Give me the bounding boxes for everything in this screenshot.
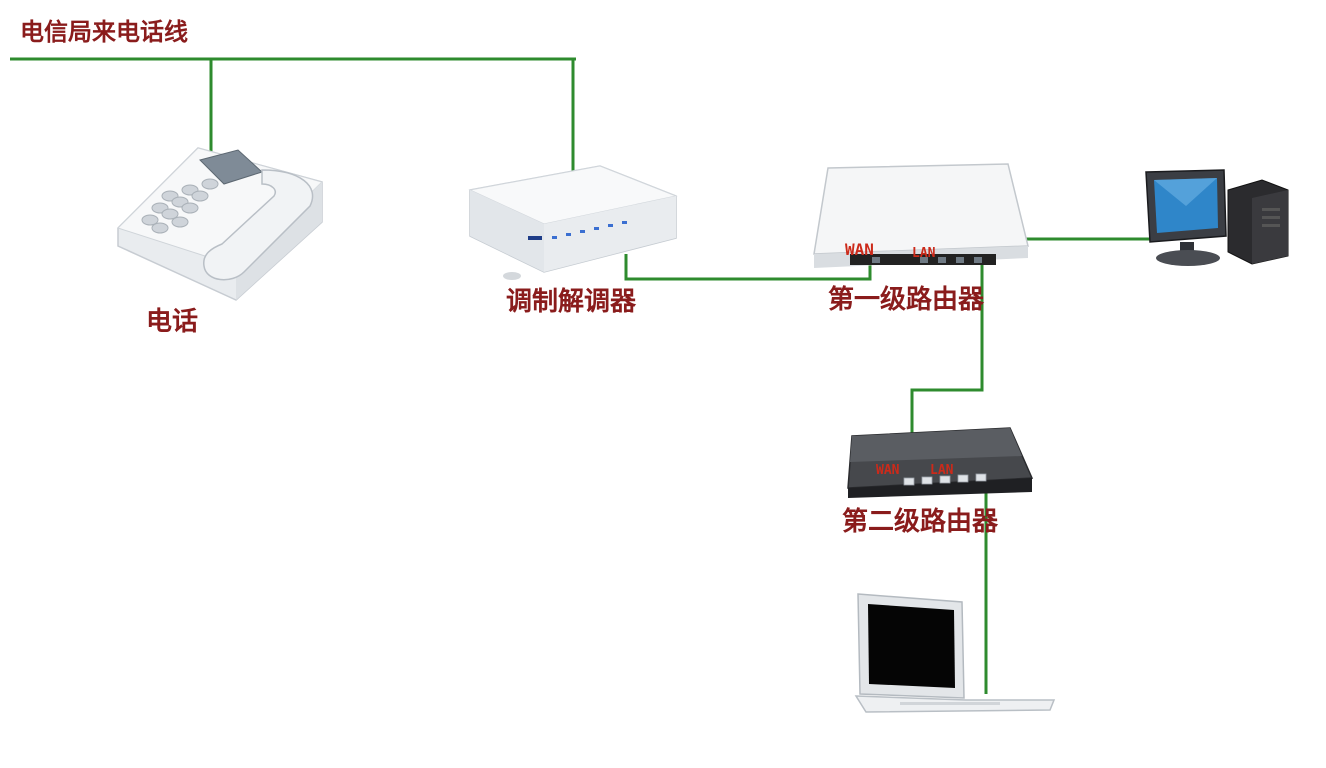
router2-lan-label: LAN: [930, 463, 954, 478]
laptop-icon: [854, 593, 1056, 713]
connection-wires: [10, 57, 1160, 694]
desktop-computer-icon: [1145, 169, 1289, 266]
router2-label: 第二级路由器: [842, 506, 999, 537]
phone-label: 电话: [146, 307, 198, 337]
telephone-icon: [117, 147, 323, 301]
phone-line-label: 电信局来电话线: [20, 18, 188, 46]
router1-label: 第一级路由器: [828, 284, 985, 315]
modem-label: 调制解调器: [506, 287, 637, 317]
wire-modem-to-router1-wan: [624, 254, 872, 281]
router2-icon: [847, 427, 1034, 498]
router2-wan-label: WAN: [876, 463, 900, 478]
router1-icon: [813, 163, 1029, 268]
router1-wan-label: WAN: [845, 240, 874, 259]
router1-lan-label: LAN: [912, 246, 936, 261]
modem-icon: [468, 165, 678, 280]
wire-router1-lan-to-router2-wan: [910, 262, 984, 470]
